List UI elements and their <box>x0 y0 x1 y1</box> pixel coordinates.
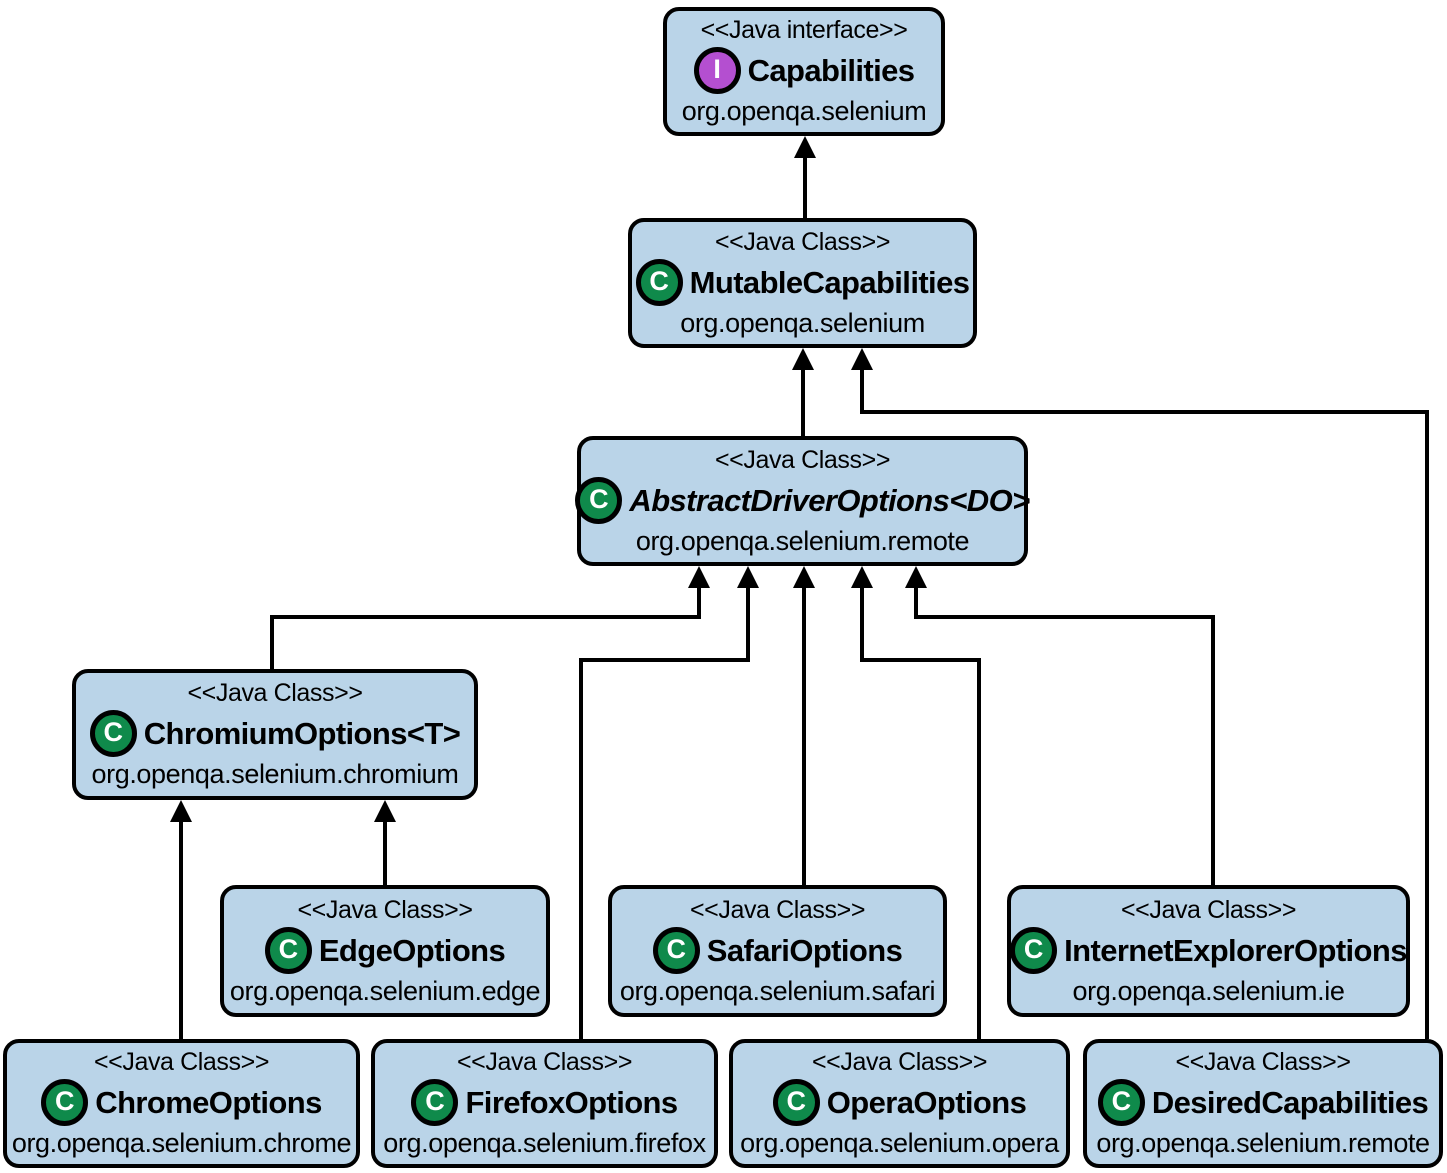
stereotype-label: <<Java Class>> <box>93 1048 270 1076</box>
class-icon: C <box>89 710 137 757</box>
package-name: org.openqa.selenium.edge <box>229 975 541 1006</box>
class-name: MutableCapabilities <box>689 264 970 300</box>
class-box-abstract-driver-options: <<Java Class>> C AbstractDriverOptions<D… <box>575 436 1030 566</box>
class-name: EdgeOptions <box>318 932 506 968</box>
inheritance-arrowhead-chromium-options <box>688 566 710 588</box>
class-title-row: C DesiredCapabilities <box>1097 1079 1429 1126</box>
class-title-row: C InternetExplorerOptions <box>1010 926 1407 974</box>
class-box-mutable-capabilities: <<Java Class>> C MutableCapabilities org… <box>628 218 977 348</box>
stereotype-label: <<Java interface>> <box>700 16 908 44</box>
class-title-row: C EdgeOptions <box>264 926 506 974</box>
package-name: org.openqa.selenium.remote <box>635 525 970 556</box>
package-name: org.openqa.selenium <box>680 307 925 338</box>
inheritance-arrowhead-desired-capabilities <box>851 348 873 370</box>
package-name: org.openqa.selenium.safari <box>619 975 936 1006</box>
stereotype-label: <<Java Class>> <box>689 895 866 924</box>
icon-letter: C <box>589 483 609 514</box>
class-box-chrome-options: <<Java Class>> C ChromeOptions org.openq… <box>3 1039 360 1168</box>
icon-letter: C <box>786 1086 807 1116</box>
stereotype-label: <<Java Class>> <box>456 1048 633 1076</box>
inheritance-arrowhead-edge-options <box>374 800 396 822</box>
class-title-row: C OperaOptions <box>772 1079 1027 1126</box>
class-name: ChromeOptions <box>95 1085 322 1120</box>
class-box-internet-explorer-options: <<Java Class>> C InternetExplorerOptions… <box>1007 885 1410 1017</box>
class-title-row: C ChromiumOptions<T> <box>89 710 461 757</box>
icon-letter: C <box>103 717 124 747</box>
class-name: DesiredCapabilities <box>1151 1085 1429 1120</box>
icon-letter: C <box>649 265 669 296</box>
class-icon: C <box>772 1079 820 1126</box>
class-box-edge-options: <<Java Class>> C EdgeOptions org.openqa.… <box>220 885 550 1017</box>
inheritance-arrowhead-opera-options <box>851 566 873 588</box>
edge-desired-capabilities-to-mutable-capabilities <box>860 366 1429 1039</box>
inheritance-arrowhead-mutable-capabilities <box>794 136 816 158</box>
class-box-capabilities: <<Java interface>> I Capabilities org.op… <box>663 7 945 136</box>
stereotype-label: <<Java Class>> <box>1175 1048 1351 1076</box>
icon-letter: I <box>713 54 721 84</box>
class-title-row: C SafariOptions <box>652 926 903 974</box>
edge-firefox-options-to-abstract-driver-options <box>579 584 750 1039</box>
class-icon: C <box>652 926 700 974</box>
icon-letter: C <box>425 1086 445 1116</box>
inheritance-arrowhead-abstract-driver-options <box>792 348 814 370</box>
stereotype-label: <<Java Class>> <box>811 1048 988 1076</box>
class-icon: C <box>264 926 312 974</box>
class-box-desired-capabilities: <<Java Class>> C DesiredCapabilities org… <box>1083 1039 1443 1168</box>
class-name: Capabilities <box>747 53 915 88</box>
package-name: org.openqa.selenium.chrome <box>11 1128 352 1158</box>
package-name: org.openqa.selenium.chromium <box>91 759 459 789</box>
edge-internet-explorer-options-to-abstract-driver-options <box>914 584 1215 885</box>
inheritance-arrowhead-safari-options <box>793 566 815 588</box>
stereotype-label: <<Java Class>> <box>187 679 363 707</box>
inheritance-arrowhead-chrome-options <box>170 800 192 822</box>
stereotype-label: <<Java Class>> <box>297 895 473 924</box>
class-name: OperaOptions <box>826 1085 1027 1120</box>
class-title-row: C FirefoxOptions <box>411 1079 678 1126</box>
package-name: org.openqa.selenium.opera <box>740 1128 1059 1158</box>
class-name: ChromiumOptions<T> <box>143 716 461 751</box>
icon-letter: C <box>666 933 687 964</box>
inheritance-arrowhead-firefox-options <box>737 566 759 588</box>
class-title-row: I Capabilities <box>693 47 915 94</box>
class-icon: C <box>411 1079 459 1126</box>
edge-chromium-options-to-abstract-driver-options <box>270 584 701 669</box>
class-title-row: C ChromeOptions <box>41 1079 322 1126</box>
icon-letter: C <box>55 1086 75 1116</box>
inheritance-arrowhead-internet-explorer-options <box>905 566 927 588</box>
package-name: org.openqa.selenium.firefox <box>383 1128 706 1158</box>
class-name: InternetExplorerOptions <box>1064 932 1407 968</box>
class-icon: C <box>575 476 623 524</box>
class-name: FirefoxOptions <box>465 1085 678 1120</box>
class-box-opera-options: <<Java Class>> C OperaOptions org.openqa… <box>729 1039 1070 1168</box>
icon-letter: C <box>1111 1086 1132 1116</box>
class-icon: C <box>41 1079 89 1126</box>
class-box-safari-options: <<Java Class>> C SafariOptions org.openq… <box>608 885 947 1017</box>
class-box-firefox-options: <<Java Class>> C FirefoxOptions org.open… <box>371 1039 718 1168</box>
stereotype-label: <<Java Class>> <box>1120 895 1297 924</box>
class-icon: C <box>1010 926 1058 974</box>
stereotype-label: <<Java Class>> <box>714 227 891 256</box>
icon-letter: C <box>1023 933 1044 964</box>
interface-icon: I <box>693 47 741 94</box>
class-title-row: C AbstractDriverOptions<DO> <box>575 476 1030 524</box>
class-name: AbstractDriverOptions<DO> <box>629 482 1030 518</box>
edge-opera-options-to-abstract-driver-options <box>860 584 981 1039</box>
stereotype-label: <<Java Class>> <box>714 445 891 474</box>
class-title-row: C MutableCapabilities <box>635 258 970 306</box>
class-icon: C <box>635 258 683 306</box>
class-name: SafariOptions <box>706 932 903 968</box>
class-icon: C <box>1097 1079 1145 1126</box>
package-name: org.openqa.selenium.ie <box>1072 975 1345 1006</box>
class-box-chromium-options: <<Java Class>> C ChromiumOptions<T> org.… <box>72 669 478 800</box>
package-name: org.openqa.selenium <box>681 96 927 126</box>
package-name: org.openqa.selenium.remote <box>1096 1128 1430 1158</box>
icon-letter: C <box>278 933 299 964</box>
